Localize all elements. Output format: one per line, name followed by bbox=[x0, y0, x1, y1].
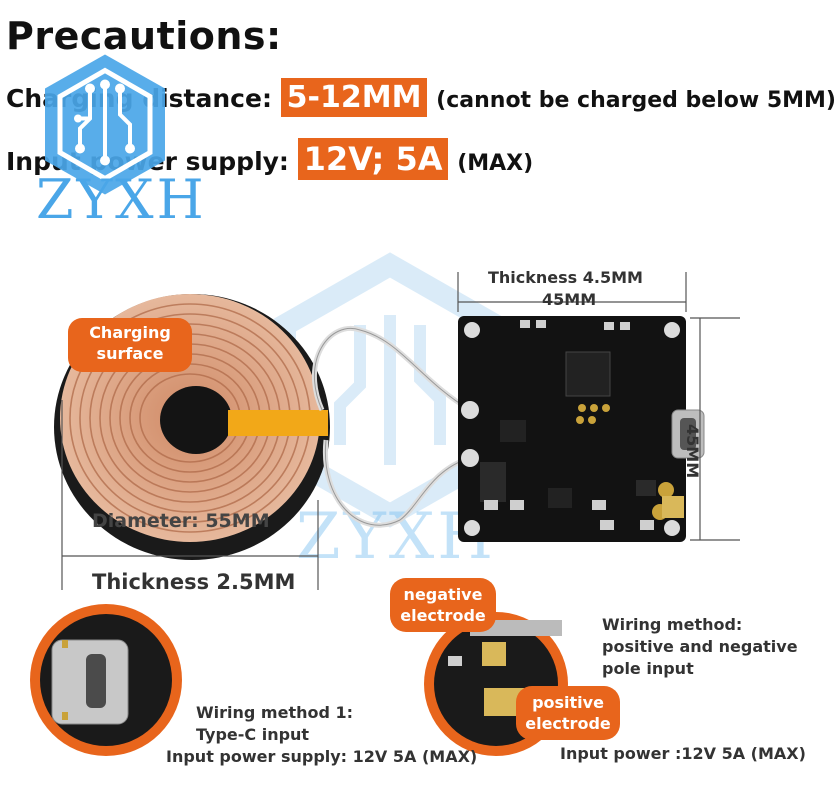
board-width-label: 45MM bbox=[542, 290, 597, 309]
wiring-method-1-power: Input power supply: 12V 5A (MAX) bbox=[166, 747, 478, 766]
positive-electrode-label: positive electrode bbox=[516, 686, 620, 740]
wiring-method-2-desc: positive and negative bbox=[602, 637, 798, 656]
dimension-lines bbox=[61, 272, 740, 590]
wiring-method-1-type: Type-C input bbox=[196, 725, 310, 744]
diameter-label: Diameter: 55MM bbox=[92, 510, 270, 532]
charging-distance-value: 5-12MM bbox=[280, 78, 428, 117]
input-power-note: (MAX) bbox=[457, 151, 534, 176]
input-power-value: 12V; 5A bbox=[297, 138, 449, 180]
board-thickness-label: Thickness 4.5MM bbox=[488, 268, 643, 287]
wiring-method-1-text: Wiring method 1: Type-C input Input powe… bbox=[166, 702, 477, 768]
wiring-method-2-text: Wiring method: positive and negative pol… bbox=[602, 614, 798, 680]
pcb-board bbox=[458, 316, 705, 542]
coil-thickness-label: Thickness 2.5MM bbox=[92, 570, 296, 594]
controller-chip bbox=[565, 351, 611, 397]
brand-logo-icon bbox=[45, 54, 165, 195]
negative-electrode-label: negative electrode bbox=[390, 578, 496, 632]
charging-surface-label: Charging surface bbox=[68, 318, 192, 372]
page-title: Precautions: bbox=[6, 14, 282, 58]
coil-center bbox=[160, 386, 232, 454]
wiring-method-2-title: Wiring method: bbox=[602, 615, 743, 634]
wiring-method-2-power: Input power :12V 5A (MAX) bbox=[560, 744, 806, 763]
coil-wires bbox=[311, 326, 472, 528]
typec-inset bbox=[30, 604, 182, 756]
product-illustration bbox=[30, 272, 740, 756]
brand-logo-text: ZYXH bbox=[36, 168, 207, 231]
wiring-method-1-title: Wiring method 1: bbox=[196, 703, 354, 722]
charging-distance-note: (cannot be charged below 5MM) bbox=[436, 88, 836, 113]
wiring-method-2-desc2: pole input bbox=[602, 659, 694, 678]
board-height-label: 45MM bbox=[683, 424, 702, 479]
coil-tape bbox=[228, 410, 328, 436]
